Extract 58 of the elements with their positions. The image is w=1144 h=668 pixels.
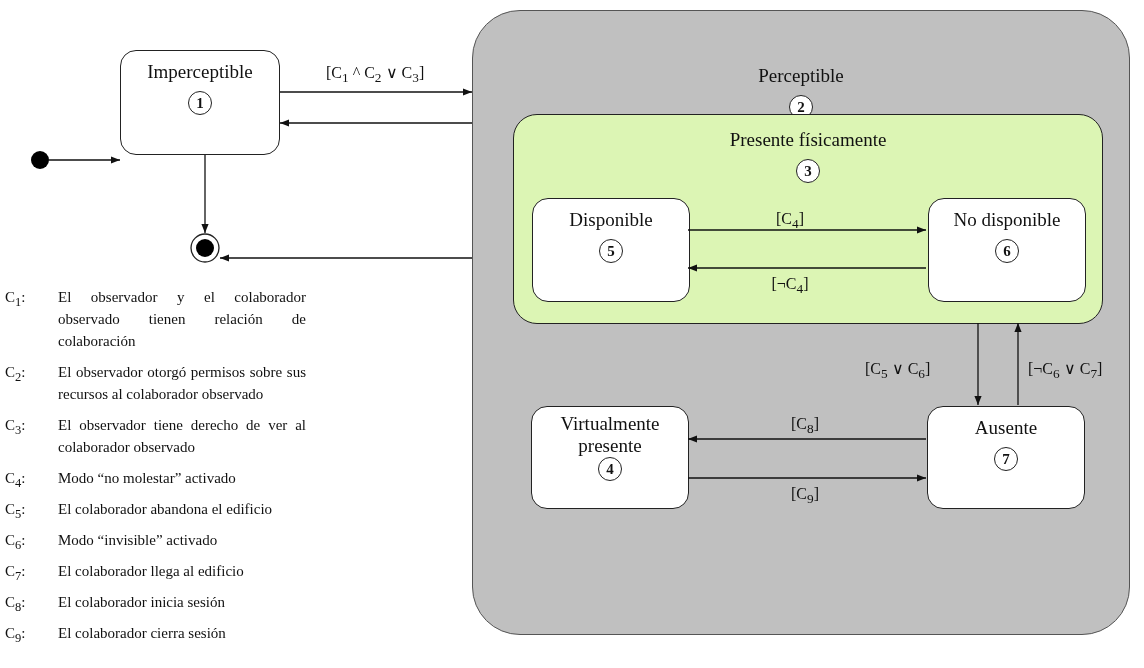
transition-arrow: [687, 435, 927, 443]
guard-label: [¬C$_{4}$]: [771, 275, 809, 299]
state-number: 7: [994, 447, 1018, 471]
transition-arrow: [279, 119, 473, 127]
transition-arrow: [1014, 322, 1022, 406]
transition-arrow: [48, 156, 121, 164]
condition-text: Modo “no molestar” activado: [58, 469, 237, 488]
condition-text: El colaborador llega al edificio: [58, 562, 245, 581]
state-name: Presente físicamente: [729, 129, 887, 151]
state-name: Perceptible: [758, 65, 844, 87]
condition-text: El observador otorgó permisos sobre sus recursos al colaborador observado: [58, 363, 306, 404]
condition-term: C$_{2}$:: [5, 363, 26, 386]
state-name: Disponible: [569, 209, 653, 231]
state-name: Ausente: [974, 417, 1038, 439]
condition-term: C$_{9}$:: [5, 624, 26, 647]
transition-arrow: [219, 254, 473, 262]
guard-label: [C$_{5}$ ∨ C$_{6}$]: [865, 360, 931, 384]
state-box: [532, 198, 690, 302]
state-box: [927, 406, 1085, 509]
condition-term: C$_{4}$:: [5, 469, 26, 492]
guard-label: [¬C$_{6}$ ∨ C$_{7}$]: [1028, 360, 1103, 384]
state-box: [531, 406, 689, 509]
condition-text: El colaborador cierra sesión: [58, 624, 227, 643]
transition-arrow: [687, 226, 927, 234]
state-name: No disponible: [953, 209, 1061, 231]
state-box: [928, 198, 1086, 302]
state-number: 3: [796, 159, 820, 183]
guard-label: [C$_{1}$ ^ C$_{2}$ ∨ C$_{3}$]: [326, 64, 425, 88]
state-number: 6: [995, 239, 1019, 263]
composite-state: [513, 114, 1103, 324]
state-number: 4: [598, 457, 622, 481]
composite-state: [472, 10, 1130, 635]
transition-arrow: [974, 322, 982, 406]
state-box: [120, 50, 280, 155]
guard-label: [C$_{9}$]: [791, 485, 819, 509]
transition-arrow: [279, 88, 473, 96]
condition-text: El colaborador abandona el edificio: [58, 500, 274, 519]
state-number: 5: [599, 239, 623, 263]
condition-term: C$_{1}$:: [5, 288, 26, 311]
state-name: Virtualmente presente: [559, 413, 661, 457]
initial-state: [31, 151, 49, 169]
transition-arrow: [687, 474, 927, 482]
condition-term: C$_{7}$:: [5, 562, 26, 585]
state-number: 1: [188, 91, 212, 115]
condition-text: El observador y el colaborador observado tienen relación de colaboración: [58, 288, 306, 351]
state-name: Imperceptible: [147, 61, 253, 83]
transition-arrow: [201, 154, 209, 234]
guard-label: [C$_{4}$]: [776, 210, 804, 234]
condition-term: C$_{3}$:: [5, 416, 26, 439]
condition-term: C$_{5}$:: [5, 500, 26, 523]
condition-text: Modo “invisible” activado: [58, 531, 219, 550]
final-state: [190, 233, 220, 263]
condition-text: El observador tiene derecho de ver al colaborador observado: [58, 416, 306, 457]
condition-term: C$_{6}$:: [5, 531, 26, 554]
condition-text: El colaborador inicia sesión: [58, 593, 227, 612]
transition-arrow: [687, 264, 927, 272]
condition-term: C$_{8}$:: [5, 593, 26, 616]
guard-label: [C$_{8}$]: [791, 415, 819, 439]
